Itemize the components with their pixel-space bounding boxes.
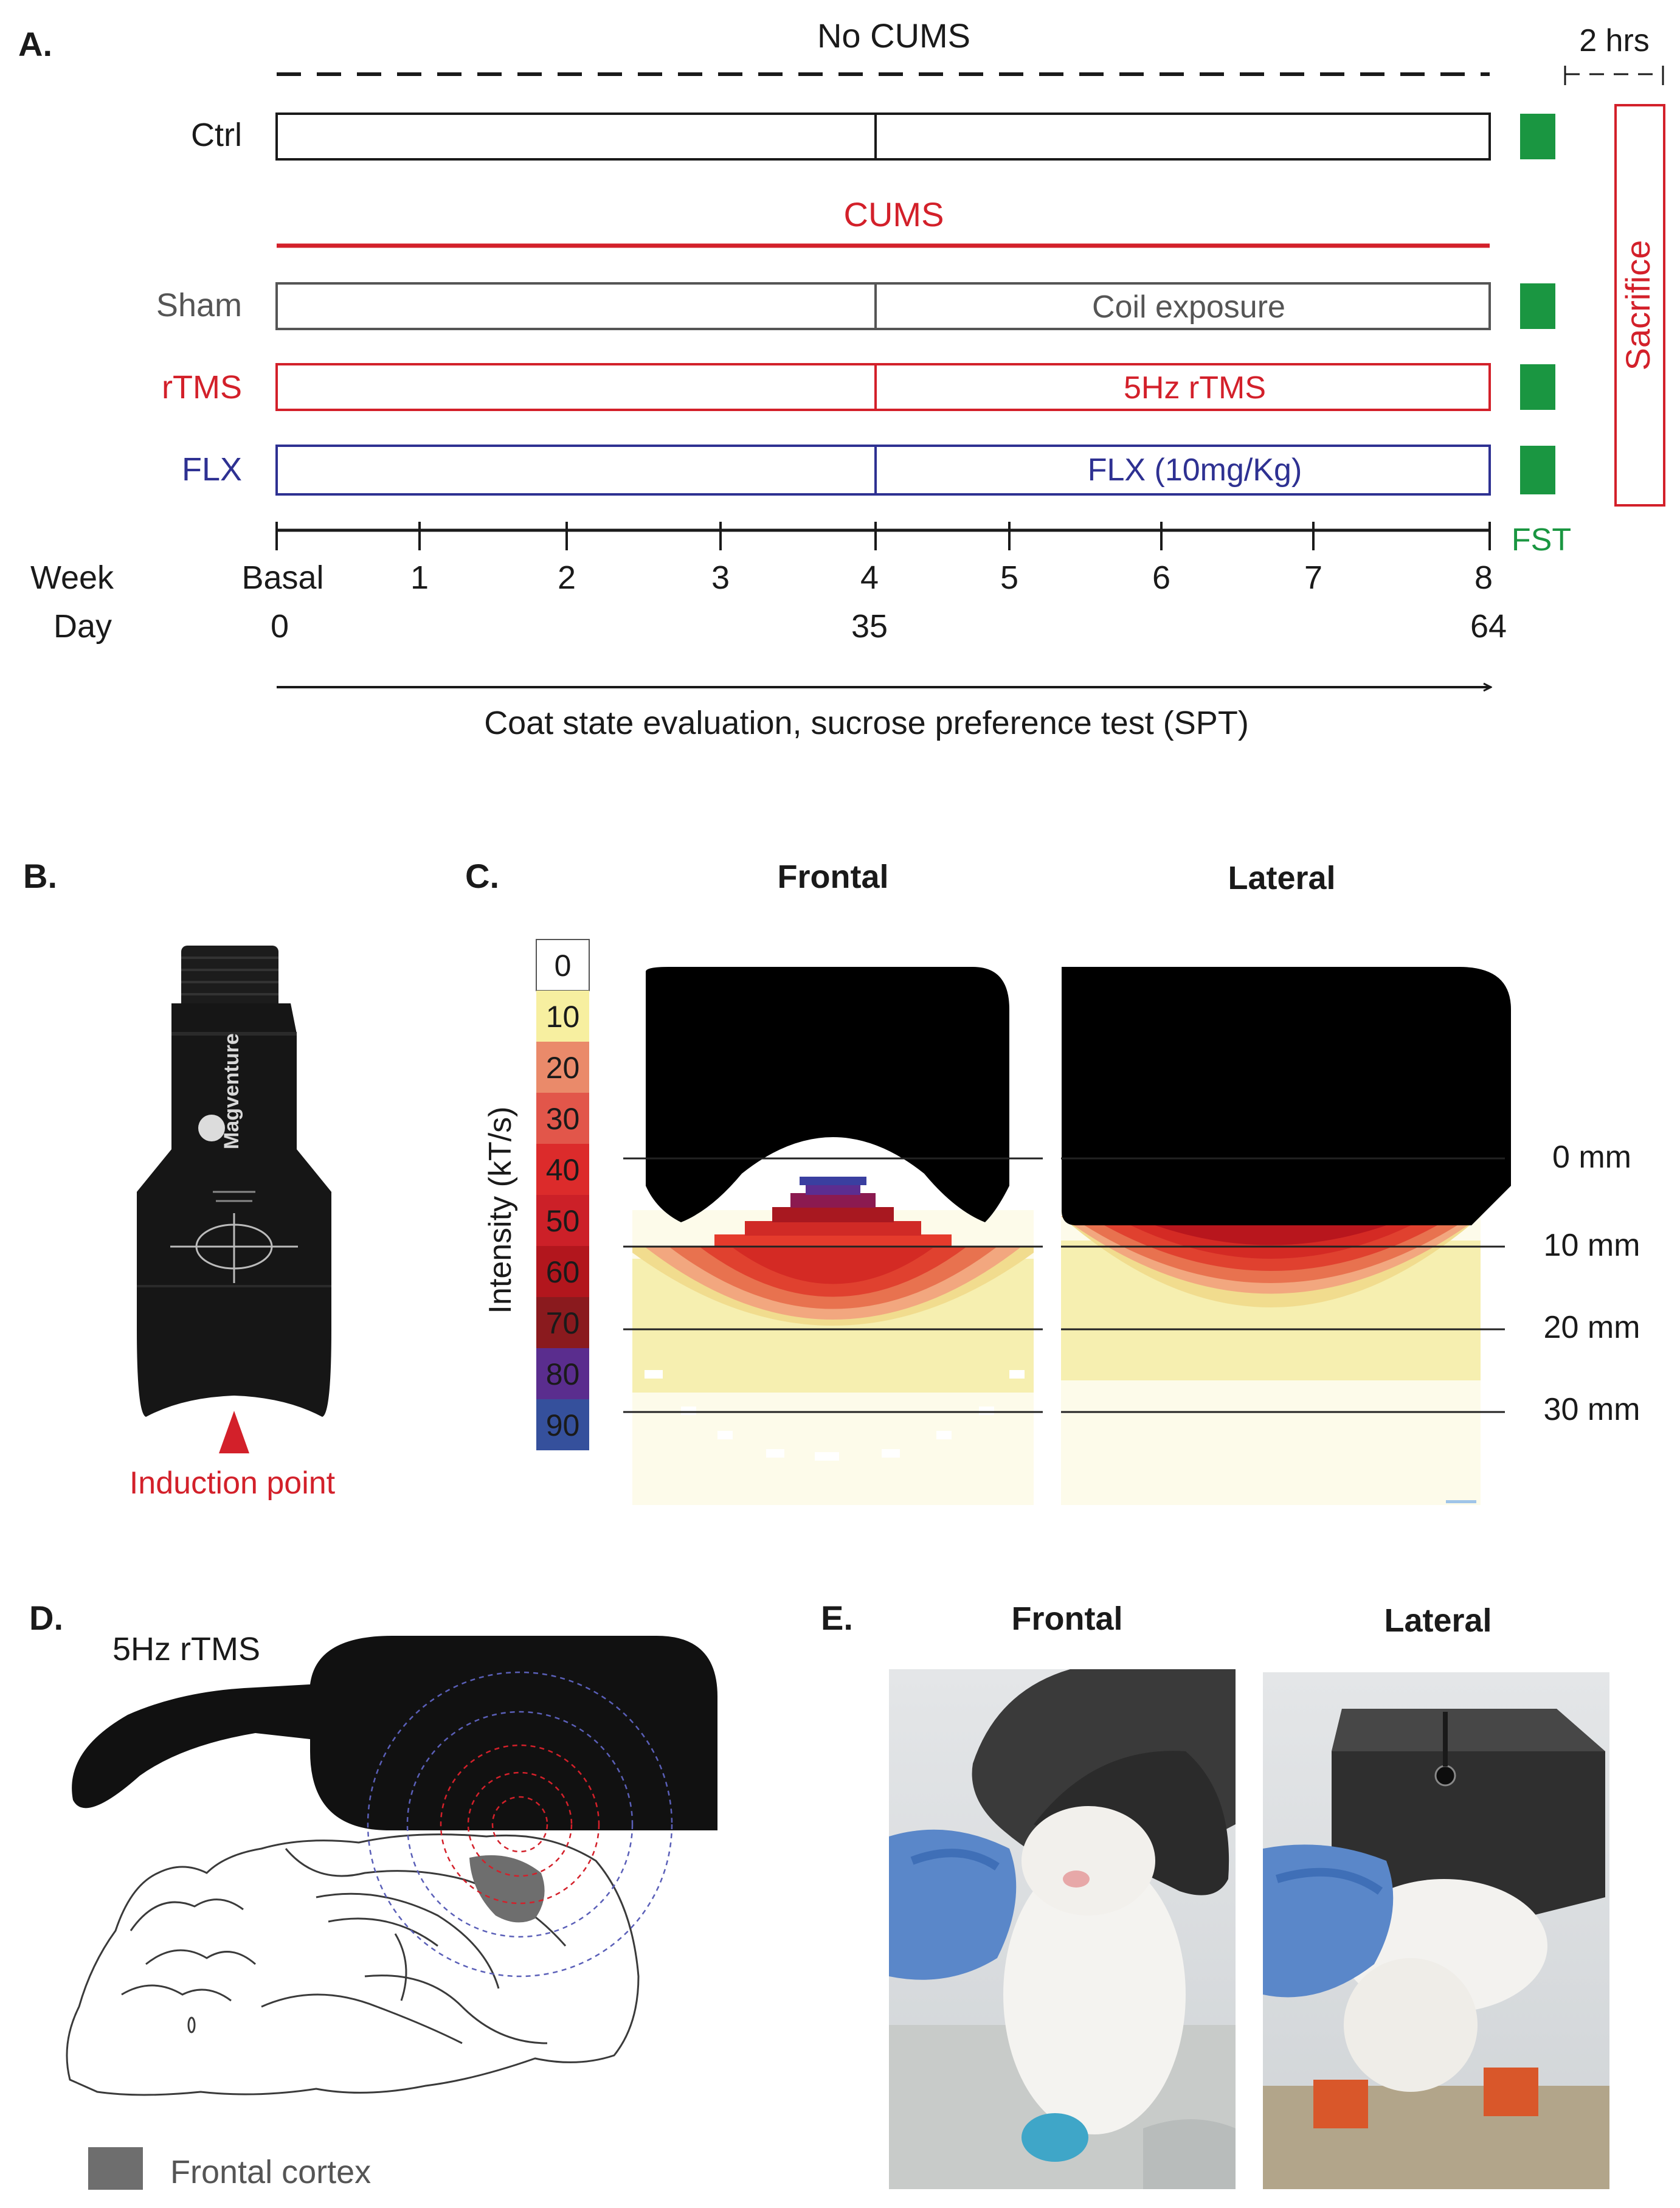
panel-c-letter: C.	[465, 857, 499, 895]
scale-swatch	[536, 1042, 589, 1093]
bar-sham	[275, 282, 1491, 330]
brand-label: Magventure	[220, 1033, 243, 1149]
brain-sagittal-outline	[66, 1833, 640, 2096]
scale-tick-label: 0	[555, 949, 572, 983]
group-label-sham: Sham	[156, 287, 242, 324]
scale-tick-label: 90	[546, 1408, 580, 1442]
week-tick-label: 3	[711, 559, 730, 596]
panel-e-letter: E.	[821, 1599, 853, 1637]
coil-body	[137, 1003, 331, 1417]
depth-label-10: 10 mm	[1544, 1228, 1640, 1263]
panel-e: E. Frontal Lateral	[821, 1599, 1609, 2189]
scale-tick-label: 20	[546, 1051, 580, 1085]
depth-label-0: 0 mm	[1552, 1140, 1631, 1175]
depth-lines	[623, 1157, 1505, 1413]
photo-frontal	[889, 1669, 1236, 2189]
panel-c-lateral-title: Lateral	[1228, 860, 1335, 896]
induction-point-arrow-icon	[219, 1411, 249, 1453]
legend-swatch-frontal-cortex	[88, 2147, 143, 2190]
panel-d-coil-silhouette	[72, 1636, 717, 1830]
hrs-bracket	[1564, 66, 1664, 85]
scale-tick-label: 60	[546, 1255, 580, 1289]
panel-c-frontal-title: Frontal	[778, 859, 889, 895]
intensity-color-scale: 0 10 20 30 40 50 60 70 80 90	[536, 939, 590, 1450]
lateral-heatmap	[1061, 967, 1511, 1505]
group-label-ctrl: Ctrl	[191, 117, 242, 153]
bar-flx-treatment: FLX (10mg/Kg)	[1088, 452, 1302, 488]
scale-tick-label: 30	[546, 1102, 580, 1136]
panel-e-frontal-title: Frontal	[1012, 1601, 1123, 1637]
sacrifice-label: Sacrifice	[1619, 240, 1657, 371]
week-tick-label: 2	[558, 559, 576, 596]
cums-label: CUMS	[844, 195, 944, 234]
panel-a-letter: A.	[18, 25, 52, 63]
hrs-label: 2 hrs	[1579, 23, 1650, 58]
scale-tick-label: 10	[546, 1000, 580, 1034]
depth-label-20: 20 mm	[1544, 1310, 1640, 1345]
week-tick-label: 6	[1152, 559, 1170, 596]
scale-swatch	[536, 1297, 589, 1348]
group-label-flx: FLX	[182, 451, 242, 488]
panel-b: B. Magventure Induction point	[23, 857, 336, 1501]
panel-c: C. Frontal Lateral Intensity (kT/s) 0 10 2…	[465, 857, 1640, 1505]
fst-marker-flx	[1520, 446, 1555, 494]
scale-swatch	[536, 1348, 589, 1399]
panel-b-letter: B.	[23, 857, 57, 895]
week-tick-label: 8	[1474, 559, 1493, 596]
scale-tick-label: 50	[546, 1204, 580, 1238]
scale-tick-label: 40	[546, 1153, 580, 1187]
bar-rtms-treatment: 5Hz rTMS	[1124, 370, 1266, 406]
day-0: 0	[271, 608, 289, 645]
frontal-heatmap	[632, 967, 1034, 1505]
panel-d-letter: D.	[29, 1599, 63, 1637]
legend-label-frontal-cortex: Frontal cortex	[170, 2154, 371, 2190]
scale-tick-label: 80	[546, 1357, 580, 1391]
panel-d: D. 5Hz rTMS Frontal cortex	[29, 1599, 717, 2190]
induction-point-label: Induction point	[130, 1466, 336, 1501]
fst-marker-ctrl	[1520, 114, 1555, 159]
scale-swatch	[536, 1195, 589, 1246]
week-tick-label: 5	[1000, 559, 1018, 596]
magnetic-field-circles	[367, 1671, 673, 1978]
bar-flx	[275, 445, 1491, 496]
panel-e-lateral-title: Lateral	[1384, 1602, 1492, 1639]
no-cums-label: No CUMS	[817, 16, 970, 55]
scale-tick-label: 70	[546, 1306, 580, 1340]
intensity-axis-label: Intensity (kT/s)	[483, 1107, 518, 1314]
group-label-rtms: rTMS	[162, 369, 242, 406]
scale-swatch	[536, 991, 589, 1042]
week-tick-label: 1	[410, 559, 429, 596]
fst-marker-rtms	[1520, 364, 1555, 410]
fst-marker-sham	[1520, 283, 1555, 329]
scale-swatch	[536, 1399, 589, 1450]
week-ticks: Basal 1 2 3 4 5 6 7 8	[241, 522, 1493, 596]
evaluation-caption: Coat state evaluation, sucrose preferenc…	[484, 705, 1249, 741]
lateral-coil-silhouette	[1062, 967, 1511, 1225]
panel-d-title: 5Hz rTMS	[112, 1631, 260, 1667]
scale-swatch	[536, 1093, 589, 1144]
scale-swatch	[536, 1246, 589, 1297]
coil-device-image: Magventure	[137, 946, 331, 1417]
week-tick-label: 7	[1304, 559, 1322, 596]
depth-label-30: 30 mm	[1544, 1392, 1640, 1427]
bar-ctrl	[275, 112, 1491, 161]
photo-lateral	[1263, 1672, 1609, 2189]
day-35: 35	[851, 608, 888, 645]
panel-a: A. No CUMS 2 hrs Ctrl CUMS Sham Coil exp…	[18, 16, 1665, 741]
magventure-logo-icon	[198, 1115, 225, 1141]
frontal-cortex-region	[469, 1855, 545, 1923]
bar-rtms	[275, 363, 1491, 411]
week-tick-label: Basal	[241, 559, 323, 596]
sacrifice-box	[1614, 104, 1665, 507]
day-row-label: Day	[54, 608, 112, 645]
week-tick-label: 4	[860, 559, 879, 596]
fst-label: FST	[1512, 522, 1571, 558]
bar-sham-treatment: Coil exposure	[1092, 289, 1285, 325]
day-64: 64	[1470, 608, 1507, 645]
scale-swatch	[536, 1144, 589, 1195]
week-row-label: Week	[30, 559, 114, 596]
